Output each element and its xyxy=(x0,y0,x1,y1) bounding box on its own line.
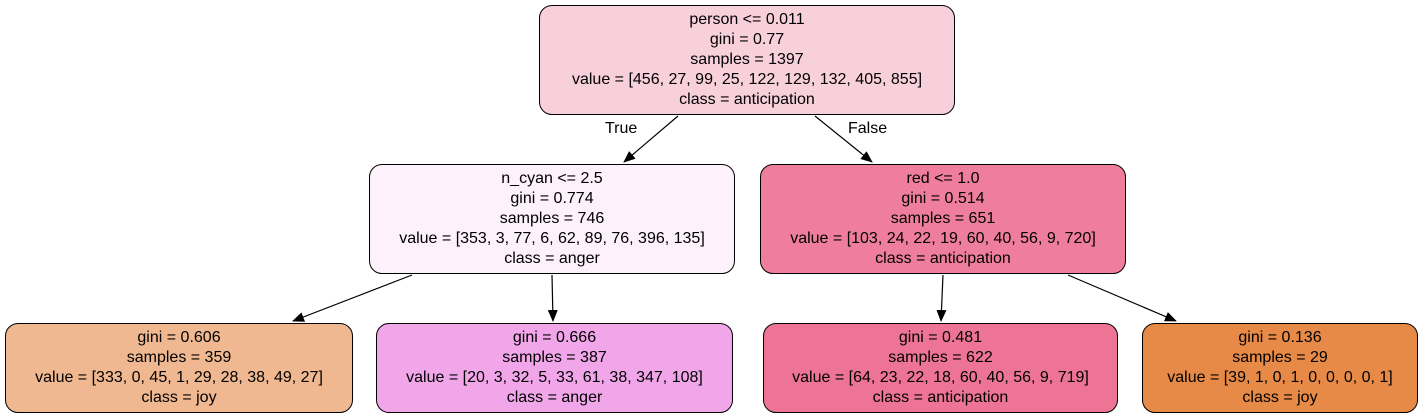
node-value: value = [39, 1, 0, 1, 0, 0, 0, 0, 1] xyxy=(1167,369,1393,386)
node-value: value = [333, 0, 45, 1, 29, 28, 38, 49, … xyxy=(35,369,323,386)
tree-node-left: n_cyan <= 2.5 gini = 0.774 samples = 746… xyxy=(369,164,735,274)
node-gini: gini = 0.606 xyxy=(137,329,221,346)
node-samples: samples = 1397 xyxy=(690,51,804,68)
node-split-rule: red <= 1.0 xyxy=(906,170,980,187)
node-samples: samples = 359 xyxy=(126,349,232,366)
edge-right-to-leaf-4 xyxy=(1067,274,1177,322)
edge-root-to-right xyxy=(814,115,873,163)
node-samples: samples = 29 xyxy=(1232,349,1328,366)
edge-left-to-leaf-2 xyxy=(547,274,558,322)
edge-right-to-leaf-3 xyxy=(936,274,947,322)
node-samples: samples = 622 xyxy=(888,349,993,366)
node-gini: gini = 0.666 xyxy=(512,329,597,346)
node-split-rule: person <= 0.011 xyxy=(689,11,805,28)
node-value: value = [103, 24, 22, 19, 60, 40, 56, 9,… xyxy=(790,230,1096,247)
node-value: value = [456, 27, 99, 25, 122, 129, 132,… xyxy=(571,71,923,88)
node-gini: gini = 0.514 xyxy=(901,190,985,207)
edge-label-true: True xyxy=(605,120,638,137)
node-gini: gini = 0.774 xyxy=(510,190,594,207)
node-gini: gini = 0.136 xyxy=(1238,329,1322,346)
node-gini: gini = 0.77 xyxy=(709,31,785,48)
node-gini: gini = 0.481 xyxy=(898,329,983,346)
node-samples: samples = 387 xyxy=(502,349,607,366)
tree-leaf-3: gini = 0.481 samples = 622 value = [64, … xyxy=(763,323,1118,413)
edge-left-to-leaf-1 xyxy=(292,274,413,322)
tree-node-root: person <= 0.011 gini = 0.77 samples = 13… xyxy=(539,5,955,115)
node-class: class = joy xyxy=(141,389,217,406)
edge-label-false: False xyxy=(848,120,888,137)
node-samples: samples = 746 xyxy=(499,210,605,227)
node-class: class = anticipation xyxy=(872,389,1009,406)
node-class: class = anger xyxy=(506,389,603,406)
tree-leaf-1: gini = 0.606 samples = 359 value = [333,… xyxy=(5,323,353,413)
node-split-rule: n_cyan <= 2.5 xyxy=(501,170,603,187)
tree-node-right: red <= 1.0 gini = 0.514 samples = 651 va… xyxy=(760,164,1126,274)
node-value: value = [64, 23, 22, 18, 60, 40, 56, 9, … xyxy=(792,369,1089,386)
node-class: class = anger xyxy=(504,250,600,267)
node-value: value = [20, 3, 32, 5, 33, 61, 38, 347, … xyxy=(406,369,703,386)
node-class: class = anticipation xyxy=(679,91,815,108)
node-value: value = [353, 3, 77, 6, 62, 89, 76, 396,… xyxy=(399,230,705,247)
node-samples: samples = 651 xyxy=(890,210,996,227)
tree-leaf-4: gini = 0.136 samples = 29 value = [39, 1… xyxy=(1142,323,1418,413)
edge-root-to-left xyxy=(623,115,679,163)
node-class: class = joy xyxy=(1242,389,1318,406)
tree-leaf-2: gini = 0.666 samples = 387 value = [20, … xyxy=(376,323,733,413)
node-class: class = anticipation xyxy=(875,250,1011,267)
